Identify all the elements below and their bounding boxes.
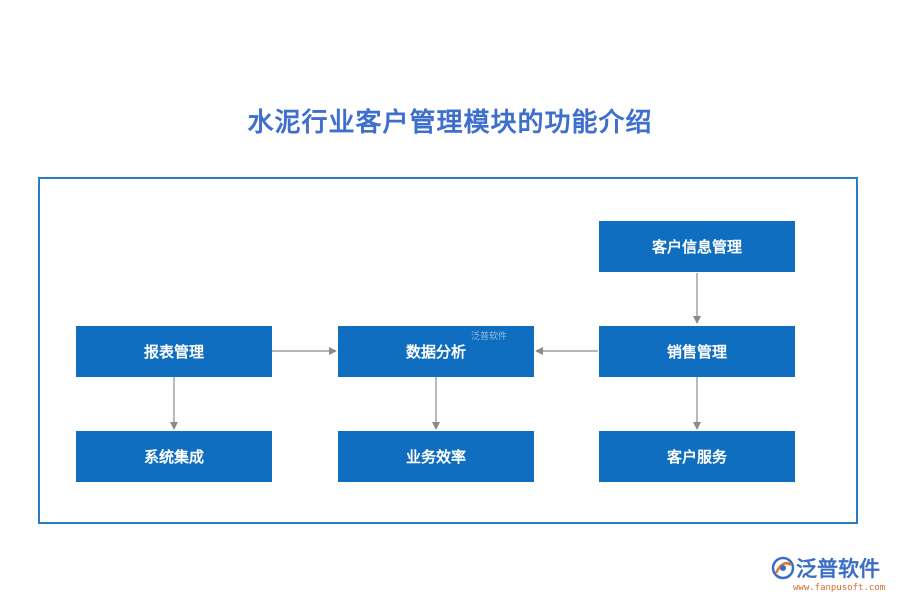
node-sales-management: 销售管理 — [599, 326, 795, 377]
fanpu-logo-icon — [771, 556, 795, 580]
node-customer-service: 客户服务 — [599, 431, 795, 482]
node-report-management: 报表管理 — [76, 326, 272, 377]
node-business-efficiency: 业务效率 — [338, 431, 534, 482]
node-data-analysis: 数据分析 — [338, 326, 534, 377]
node-customer-info-management: 客户信息管理 — [599, 221, 795, 272]
diagram-frame — [38, 177, 858, 524]
watermark: 泛普软件 — [471, 332, 508, 342]
page-title: 水泥行业客户管理模块的功能介绍 — [247, 108, 653, 138]
brand-logo: 泛普软件 — [770, 553, 880, 583]
brand-url[interactable]: www.fanpusoft.com — [793, 583, 886, 593]
node-system-integration: 系统集成 — [76, 431, 272, 482]
brand-name: 泛普软件 — [796, 557, 880, 581]
